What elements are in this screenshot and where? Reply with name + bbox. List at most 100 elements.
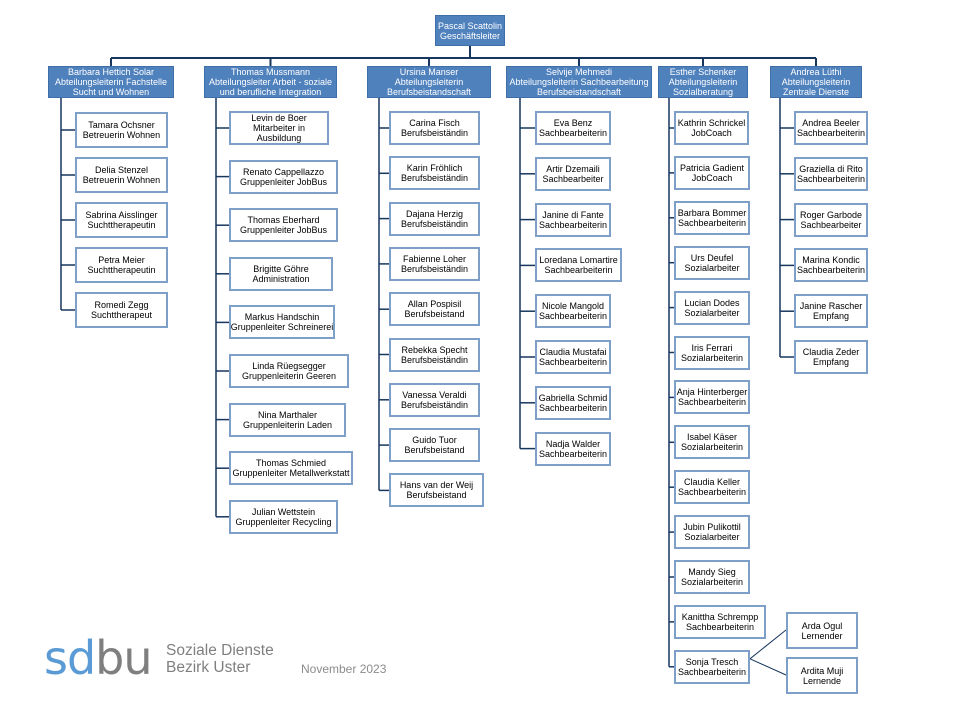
box-text-line: Berufsbeistandschaft <box>386 87 472 97</box>
box-text-line: Sachbearbeiterin <box>796 128 866 138</box>
box-text-line: Anja Hinterberger <box>676 387 748 398</box>
box-text-line: Levin de Boer <box>251 113 307 123</box>
box-text-line: Urs Deufel <box>690 252 734 263</box>
box-text-line: Patricia Gadient <box>679 162 745 173</box>
box-text-line: Loredana Lomartire <box>539 255 618 266</box>
box-text-line: Berufsbeiständin <box>400 173 469 184</box>
box-text-line: Abteilungsleiter Arbeit - soziale <box>208 77 333 87</box>
box-text-line: Sozialarbeiter <box>684 307 740 318</box>
box-text-line: Barbara Hettich Solar <box>67 67 155 77</box>
box-text-line: Suchttherapeutin <box>87 265 156 275</box>
box-text-line: Abteilungsleiterin Sachbearbeitung <box>509 77 649 87</box>
box-text-line: Mitarbeiter in <box>252 123 306 133</box>
box-text-line: Sachbearbeiterin <box>538 311 608 322</box>
box-text-line: Andrea Beeler <box>802 118 860 128</box>
box-text-line: Sozialarbeiterin <box>680 577 744 587</box>
box-text-line: Sachbearbeiterin <box>538 128 608 138</box>
box-text-line: Isabel Käser <box>686 432 738 443</box>
logo-mark-blue: sd <box>44 631 96 685</box>
box-text-line: Abteilungsleiterin <box>394 77 464 87</box>
box-text-line: Gruppenleiterin Geeren <box>241 371 337 381</box>
box-text-line: Sozialarbeiterin <box>680 442 744 453</box>
box-text-line: Nicole Mangold <box>541 301 605 312</box>
box-text-line: Sachbearbeiterin <box>677 397 747 408</box>
box-text-line: Sabrina Aisslinger <box>85 210 158 220</box>
box-text-line: Sachbearbeiter <box>800 219 862 230</box>
sdbu-logo: sdbu Soziale Dienste Bezirk Uster <box>44 632 294 684</box>
box-text-line: Abteilungsleiterin Fachstelle <box>54 77 168 87</box>
box-text-line: Jubin Pulikottil <box>683 522 741 533</box>
box-text-line: Thomas Mussmann <box>230 67 311 77</box>
box-text-line: Nadja Walder <box>545 438 601 449</box>
box-text-line: JobCoach <box>691 172 733 183</box>
box-text-line: Sachbearbeiterin <box>538 357 608 367</box>
box-text-line: Sonja Tresch <box>685 656 739 667</box>
box-text-line: Andrea Lüthi <box>790 67 842 77</box>
head-name: Pascal Scattolin <box>437 20 503 31</box>
box-text-line: Claudia Mustafai <box>539 347 607 357</box>
box-text-line: Guido Tuor <box>412 435 457 446</box>
box-text-line: Hans van der Weij <box>399 480 474 491</box>
box-text-line: Eva Benz <box>553 118 593 128</box>
connector-line <box>749 629 787 660</box>
box-text-line: Graziella di Rito <box>799 163 863 174</box>
date-label: November 2023 <box>301 662 387 676</box>
box-text-line: Fabienne Loher <box>402 253 467 264</box>
box-text-line: Suchttherapeutin <box>87 220 156 230</box>
box-text-line: Sachbearbeiterin <box>538 402 608 413</box>
box-text-line: Sozialberatung <box>672 87 734 97</box>
box-text-line: Linda Rüegsegger <box>252 361 326 371</box>
box-text-line: Janine Rascher <box>799 301 863 312</box>
box-text-line: Markus Handschin <box>244 312 320 323</box>
box-text-line: Empfang <box>812 357 850 367</box>
box-text-line: Mandy Sieg <box>688 567 736 577</box>
box-text-line: Sozialarbeiter <box>684 262 740 273</box>
box-text-line: Berufsbeiständin <box>400 399 469 410</box>
logo-mark-grey: bu <box>95 631 152 685</box>
box-text-line: Sachbearbeiterin <box>685 621 755 632</box>
box-text-line: Lucian Dodes <box>684 297 740 308</box>
box-text-line: Zentrale Dienste <box>782 87 850 97</box>
box-text-line: Vanessa Veraldi <box>402 389 467 400</box>
box-text-line: Romedi Zegg <box>94 300 149 310</box>
box-text-line: Tamara Ochsner <box>88 120 155 130</box>
box-text-line: Berufsbeistand <box>404 445 465 456</box>
logo-line-1: Soziale Dienste <box>166 642 274 659</box>
box-text-line: Gruppenleiter Schreinerei <box>230 322 334 333</box>
box-text-line: Betreuerin Wohnen <box>82 175 161 185</box>
box-text-line: Sachbearbeiterin <box>677 487 747 498</box>
